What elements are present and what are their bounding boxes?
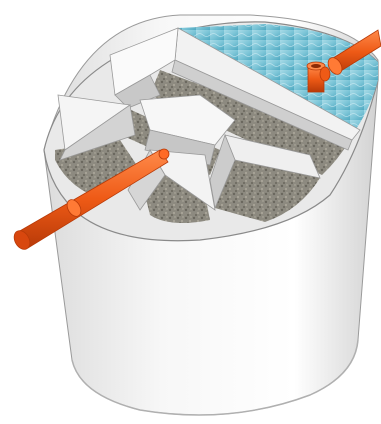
tee-top-hole — [311, 64, 321, 68]
inlet-pipe-mouth — [159, 149, 169, 159]
tee-side-branch — [320, 67, 330, 81]
